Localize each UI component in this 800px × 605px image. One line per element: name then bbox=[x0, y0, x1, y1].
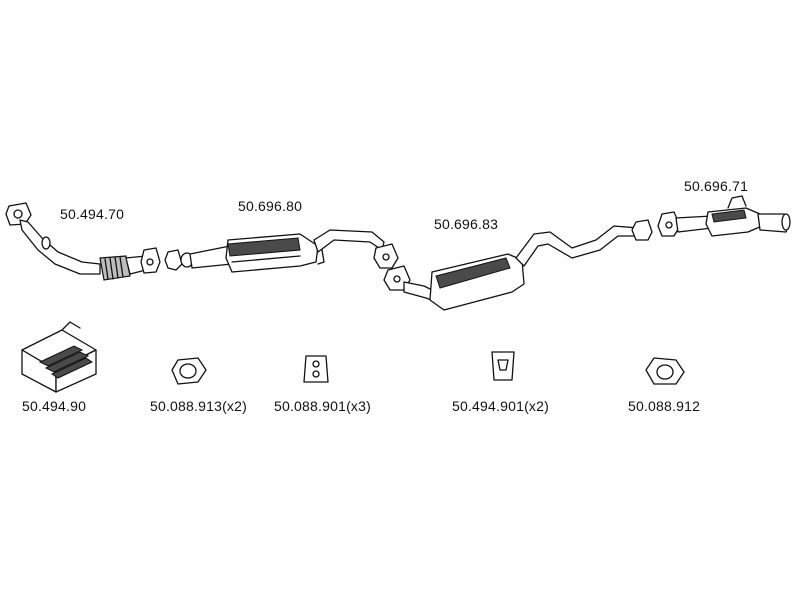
rubber-hanger-a-label: 50.088.901(x3) bbox=[274, 398, 371, 414]
rubber-hanger-a-hole-bottom bbox=[312, 370, 320, 378]
mounting-kit-drawing[interactable] bbox=[21, 321, 97, 393]
gasket-a-label: 50.088.913(x2) bbox=[150, 398, 247, 414]
middle-silencer-label: 50.696.83 bbox=[434, 216, 499, 232]
middle-silencer-shade bbox=[435, 257, 511, 289]
catalytic-converter-label: 50.696.80 bbox=[238, 198, 303, 214]
front-pipe-flange-hole bbox=[13, 209, 23, 219]
rubber-hanger-b-slot bbox=[497, 359, 509, 371]
mounting-kit-bolts-2 bbox=[44, 351, 90, 373]
mounting-kit-bolts-3 bbox=[50, 357, 94, 379]
rubber-hanger-a-drawing[interactable] bbox=[303, 355, 329, 383]
gasket-a-drawing[interactable] bbox=[171, 357, 207, 385]
front-pipe-outlet-hole bbox=[146, 258, 154, 266]
converter-outlet-pipe bbox=[313, 229, 385, 253]
gasket-a-hole bbox=[179, 363, 197, 379]
converter-body-seam bbox=[231, 255, 301, 263]
middle-silencer-outlet-flange bbox=[631, 219, 653, 241]
middle-silencer-flange-hole bbox=[393, 275, 401, 283]
front-pipe-tube bbox=[19, 219, 101, 275]
rear-silencer-label: 50.696.71 bbox=[684, 178, 749, 194]
mounting-kit-bolts-1 bbox=[38, 345, 84, 367]
rear-silencer-hanger bbox=[727, 195, 747, 209]
middle-silencer-drawing[interactable] bbox=[383, 219, 653, 311]
middle-silencer-outlet-pipe bbox=[515, 225, 639, 267]
rear-silencer-shade bbox=[711, 209, 747, 223]
converter-inlet-flange bbox=[164, 249, 183, 271]
rear-silencer-flange-hole bbox=[665, 221, 673, 229]
rear-silencer-drawing[interactable] bbox=[657, 195, 791, 237]
converter-outlet-hole bbox=[382, 253, 390, 261]
rear-silencer-tailpipe-end bbox=[781, 213, 791, 231]
catalytic-converter-drawing[interactable] bbox=[164, 229, 399, 273]
front-pipe-label: 50.494.70 bbox=[60, 206, 125, 222]
converter-body-shade bbox=[227, 237, 301, 257]
rubber-hanger-b-drawing[interactable] bbox=[491, 351, 515, 381]
gasket-b-hole bbox=[656, 364, 674, 380]
front-pipe-band bbox=[41, 236, 51, 250]
converter-hanger bbox=[317, 249, 325, 265]
rubber-hanger-a-outline bbox=[303, 355, 329, 383]
rubber-hanger-a-hole-top bbox=[312, 360, 320, 368]
gasket-b-label: 50.088.912 bbox=[628, 398, 701, 414]
mounting-kit-lid bbox=[61, 321, 81, 331]
front-pipe-flex-ribs bbox=[104, 256, 124, 280]
mounting-kit-label: 50.494.90 bbox=[22, 398, 87, 414]
gasket-b-drawing[interactable] bbox=[645, 357, 685, 385]
front-pipe-drawing[interactable] bbox=[5, 202, 161, 281]
rubber-hanger-b-label: 50.494.901(x2) bbox=[452, 398, 549, 414]
